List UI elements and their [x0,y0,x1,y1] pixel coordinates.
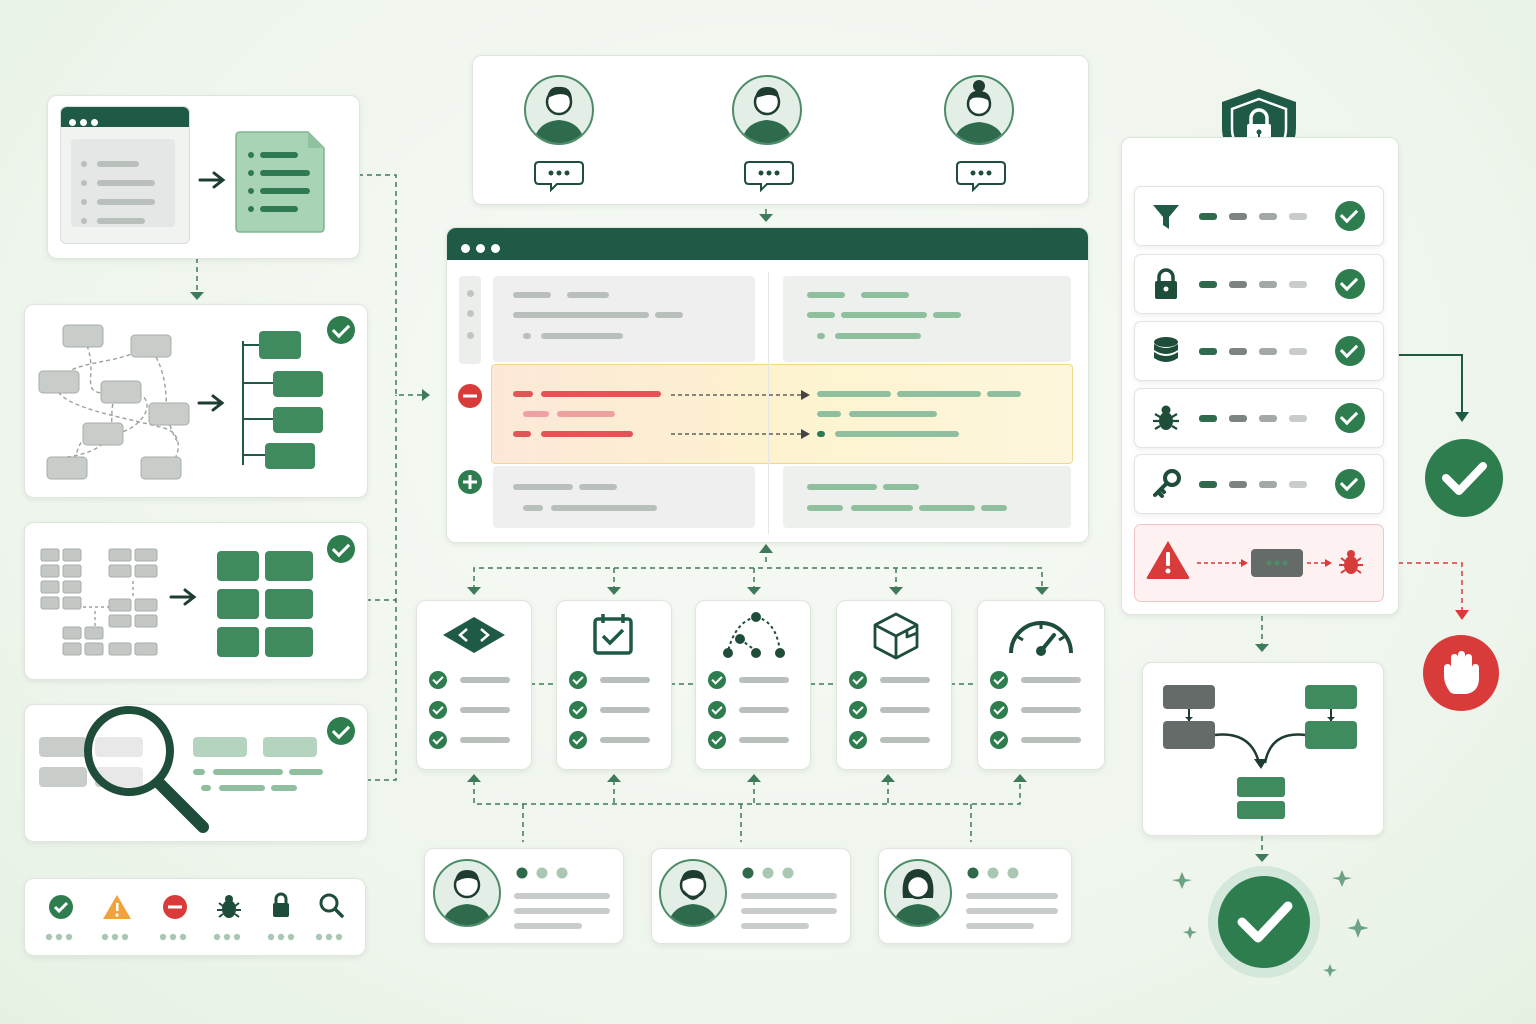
threat-row [1134,524,1384,602]
consolidation-card [24,522,368,680]
legend-icons [45,892,344,941]
arrow-right-icon [169,588,197,606]
success-check-icon [327,717,355,745]
reviewers-panel [472,55,1089,205]
checklist-item-line [1021,677,1081,683]
checklist-item-line [880,677,930,683]
inspection-card [24,704,368,842]
checklist-item-line [880,737,930,743]
checklist-item-line [1021,707,1081,713]
final-success-icon [1172,866,1369,978]
bug-icon [1153,405,1179,430]
magnifier-search-icon [84,706,209,833]
warning-icon [1146,541,1190,579]
code-icon [443,617,505,653]
checklist-item-check-icon [849,731,867,749]
reviewer-card-2 [651,848,851,944]
security-check-row [1134,254,1384,314]
checklist-item-line [1021,737,1081,743]
checklist-item-check-icon [708,731,726,749]
checklist-item-line [739,737,789,743]
gutter [459,276,481,364]
checklist-item-line [460,737,510,743]
checklist-item-check-icon [708,671,726,689]
checklist-item-line [460,677,510,683]
checklist-item-check-icon [429,731,447,749]
extraction-card [47,95,360,259]
stop-hand-icon [1423,635,1499,711]
success-icon [1425,439,1503,517]
security-check-row [1134,186,1384,246]
added-line-icon [458,470,482,494]
checklist-item-check-icon [429,671,447,689]
checklist-item-check-icon [849,671,867,689]
checklist-item-check-icon [990,701,1008,719]
package-box-icon [873,612,919,660]
success-check-icon [327,316,355,344]
passed-check-icon [1335,469,1365,499]
checklist-item-check-icon [569,701,587,719]
gauge-icon [1009,621,1073,656]
security-check-row [1134,321,1384,381]
security-check-row [1134,454,1384,514]
passed-check-icon [1335,269,1365,299]
removed-line-icon [458,384,482,408]
checklist-item-line [739,677,789,683]
arrow-right-icon [197,394,225,412]
restructure-card [24,304,368,498]
window-title-bar [61,107,189,127]
filter-icon [1153,205,1179,229]
key-icon [1153,469,1181,498]
checklist-item-check-icon [990,671,1008,689]
merge-diagram-card [1142,662,1384,836]
reviewer-card-1 [424,848,624,944]
checklist-item-check-icon [708,701,726,719]
checklist-item-check-icon [849,701,867,719]
threat-flow [1197,549,1363,577]
database-icon [1154,337,1178,362]
arrow-right-icon [198,171,226,189]
success-check-icon [327,535,355,563]
passed-check-icon [1335,201,1365,231]
lock-icon [1155,268,1177,299]
tangled-graph-icon [38,324,190,480]
checklist-item-check-icon [569,731,587,749]
document-icon [235,131,325,233]
graph-nodes-icon [723,612,785,658]
checklist-item-line [739,707,789,713]
checklist-item-line [880,707,930,713]
checklist-item-line [600,677,650,683]
checklist-item-line [460,707,510,713]
diff-mapping-arrows [671,390,810,439]
checklist-item-line [600,707,650,713]
reviewer-card-3 [878,848,1072,944]
organized-blocks-icon [217,551,313,657]
legend-card [24,878,366,956]
checklist-item-line [600,737,650,743]
task-check-icon [593,614,633,655]
security-check-row [1134,388,1384,448]
checklist-item-check-icon [990,731,1008,749]
diff-window [446,227,1089,543]
tree-structure-icon [242,331,323,469]
window-title-bar [447,228,1088,260]
merge-flow-icon [1163,685,1357,819]
source-window [60,106,190,244]
passed-check-icon [1335,403,1365,433]
reviewer-avatars [524,75,1014,193]
checklist-item-check-icon [569,671,587,689]
fragmented-grid-icon [40,548,158,656]
passed-check-icon [1335,336,1365,366]
checklist-item-check-icon [429,701,447,719]
